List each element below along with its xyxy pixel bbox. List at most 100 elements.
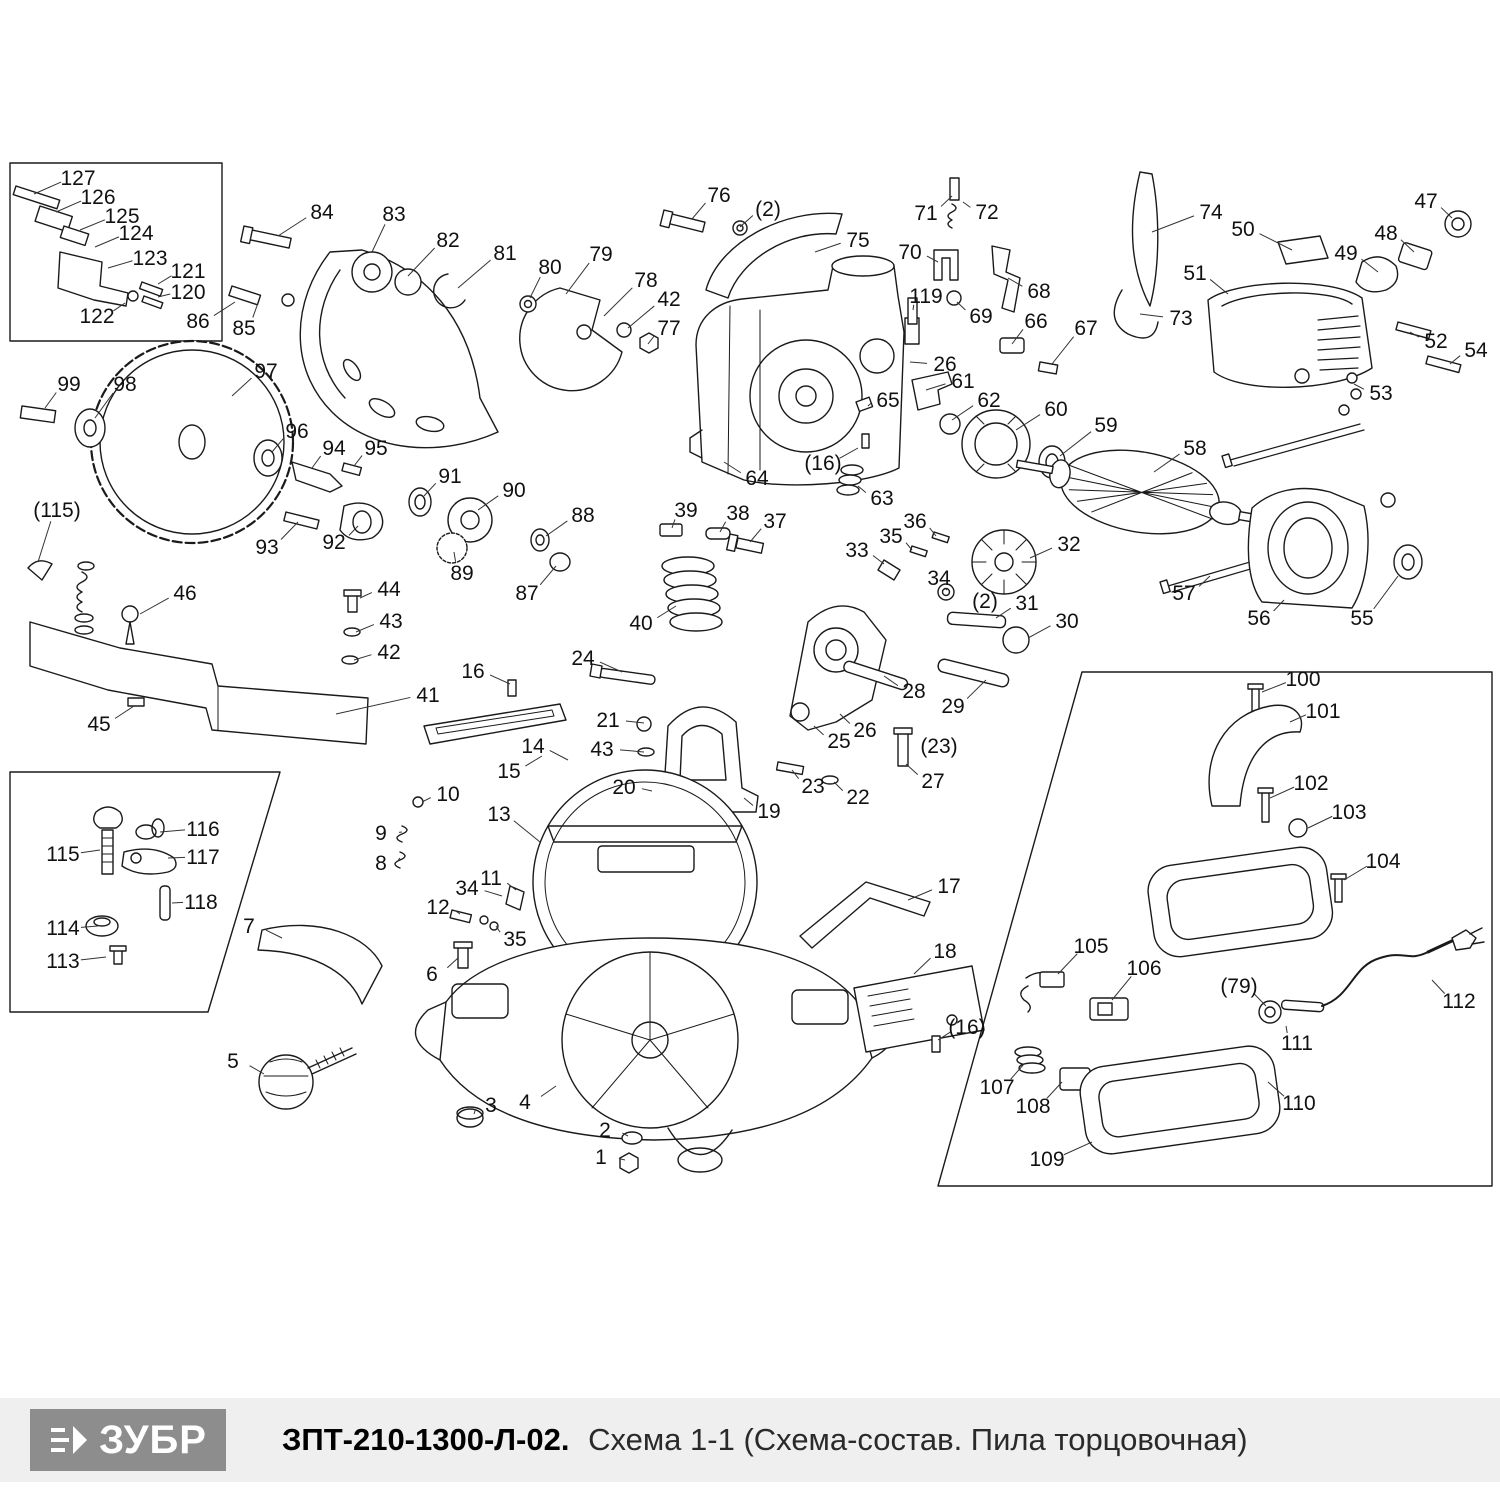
leader-line-95 bbox=[353, 455, 363, 467]
rear-plate-18-drawing bbox=[853, 965, 985, 1053]
rear-support-bar-drawing bbox=[799, 881, 931, 949]
leader-line-10 bbox=[421, 797, 432, 803]
part-label-8: 8 bbox=[375, 852, 387, 875]
flat-spring-74-drawing bbox=[1131, 171, 1159, 307]
leader-line-86 bbox=[213, 301, 236, 316]
detent-parts-drawing bbox=[394, 796, 525, 969]
part-label-106: 106 bbox=[1126, 957, 1161, 980]
part-label-82: 82 bbox=[436, 229, 459, 252]
leader-line-34 bbox=[484, 890, 503, 897]
part-label-21: 21 bbox=[596, 709, 619, 732]
leader-line-36 bbox=[929, 527, 937, 537]
leader-line-98 bbox=[94, 392, 114, 419]
leader-line-82 bbox=[407, 247, 435, 277]
footer-bar: ЗУБР ЗПТ-210-1300-Л-02. Схема 1-1 (Схема… bbox=[0, 1398, 1500, 1482]
part-label-10: 10 bbox=[436, 783, 459, 806]
part-label-115: 115 bbox=[46, 843, 79, 866]
leader-line-12 bbox=[454, 910, 461, 915]
part-label-125: 125 bbox=[104, 205, 139, 228]
leader-line-70 bbox=[926, 255, 939, 263]
part-label-68: 68 bbox=[1027, 280, 1050, 303]
leader-line-3 bbox=[473, 1110, 476, 1115]
leader-line-121 bbox=[157, 275, 172, 285]
spring-63-drawing bbox=[836, 433, 870, 496]
leader-line-40 bbox=[656, 605, 677, 619]
part-label-16: 16 bbox=[461, 660, 484, 683]
leader-line-(16) bbox=[937, 1031, 951, 1041]
model-code: ЗПТ-210-1300-Л-02. bbox=[282, 1422, 570, 1457]
guard-pivot-parts-drawing bbox=[394, 268, 466, 309]
leader-line-73 bbox=[1139, 313, 1164, 318]
part-label-47: 47 bbox=[1414, 190, 1437, 213]
cord-grip-parts-drawing bbox=[1355, 210, 1472, 293]
leader-line-(79) bbox=[1253, 992, 1267, 1007]
part-label-48: 48 bbox=[1374, 222, 1397, 245]
leader-line-117 bbox=[167, 856, 186, 859]
part-label-55: 55 bbox=[1350, 607, 1373, 630]
leader-line-118 bbox=[171, 901, 184, 904]
part-label-127: 127 bbox=[60, 167, 95, 190]
part-label-96: 96 bbox=[285, 420, 308, 443]
part-label-38: 38 bbox=[726, 502, 749, 525]
part-label-(79): (79) bbox=[1220, 975, 1257, 998]
leader-line-30 bbox=[1027, 625, 1051, 639]
part-label-25: 25 bbox=[827, 730, 850, 753]
leader-line-18 bbox=[913, 957, 931, 975]
part-label-23: 23 bbox=[801, 775, 824, 798]
pivot-pins-drawing bbox=[877, 531, 1030, 654]
leader-line-1 bbox=[618, 1158, 626, 1161]
part-label-111: 111 bbox=[1281, 1032, 1313, 1055]
leader-line-116 bbox=[159, 829, 186, 833]
leader-line-29 bbox=[966, 679, 987, 699]
label-plate-50-drawing bbox=[1277, 235, 1329, 265]
part-label-114: 114 bbox=[46, 917, 80, 940]
leader-line-109 bbox=[1063, 1141, 1093, 1156]
leader-line-69 bbox=[956, 301, 966, 311]
part-label-94: 94 bbox=[322, 437, 346, 460]
part-label-18: 18 bbox=[933, 940, 956, 963]
leader-line-84 bbox=[277, 217, 307, 237]
leader-line-32 bbox=[1029, 547, 1053, 559]
blade-guard-drawing bbox=[299, 249, 499, 449]
leader-line-15 bbox=[525, 755, 543, 767]
part-label-95: 95 bbox=[364, 437, 387, 460]
part-label-69: 69 bbox=[969, 305, 992, 328]
fan-32-drawing bbox=[937, 529, 1037, 601]
leader-line-39 bbox=[671, 519, 676, 529]
carry-handle-drawing bbox=[705, 212, 843, 299]
leader-line-104 bbox=[1343, 865, 1368, 881]
leader-line-58 bbox=[1153, 453, 1180, 473]
leader-line-107 bbox=[1010, 1063, 1025, 1080]
link-parts-drawing bbox=[775, 727, 913, 785]
diagram-caption: ЗПТ-210-1300-Л-02. Схема 1-1 (Схема-сост… bbox=[282, 1422, 1248, 1458]
leader-line-87 bbox=[539, 565, 557, 586]
part-label-(16): (16) bbox=[804, 452, 841, 475]
leader-line-100 bbox=[1261, 682, 1287, 693]
arbor-bolt-washers-drawing bbox=[19, 405, 106, 448]
part-label-(115): (115) bbox=[33, 499, 80, 522]
part-label-91: 91 bbox=[438, 465, 461, 488]
part-label-126: 126 bbox=[80, 186, 115, 209]
part-label-42: 42 bbox=[377, 641, 400, 664]
part-label-11: 11 bbox=[480, 867, 502, 890]
part-label-75: 75 bbox=[846, 229, 869, 252]
leader-line-68 bbox=[1007, 277, 1023, 287]
part-label-15: 15 bbox=[497, 760, 520, 783]
feet-hardware-drawing bbox=[456, 1106, 643, 1174]
leader-line-77 bbox=[647, 334, 656, 345]
part-label-54: 54 bbox=[1464, 339, 1488, 362]
leader-line-74 bbox=[1151, 215, 1195, 233]
leader-line-103 bbox=[1307, 815, 1333, 829]
part-label-80: 80 bbox=[538, 256, 561, 279]
scheme-description: Схема 1-1 (Схема-состав. Пила торцовочна… bbox=[588, 1422, 1248, 1457]
motor-cap-drawing bbox=[1207, 282, 1373, 388]
part-label-86: 86 bbox=[186, 310, 209, 333]
leader-line-115 bbox=[80, 849, 101, 854]
part-label-78: 78 bbox=[634, 269, 657, 292]
leader-line-101 bbox=[1289, 714, 1307, 723]
leader-line-94 bbox=[311, 455, 322, 469]
terminal-parts-drawing bbox=[907, 177, 1059, 375]
part-label-14: 14 bbox=[521, 735, 545, 758]
leader-line-45 bbox=[114, 705, 135, 719]
leader-line-126 bbox=[55, 200, 82, 213]
